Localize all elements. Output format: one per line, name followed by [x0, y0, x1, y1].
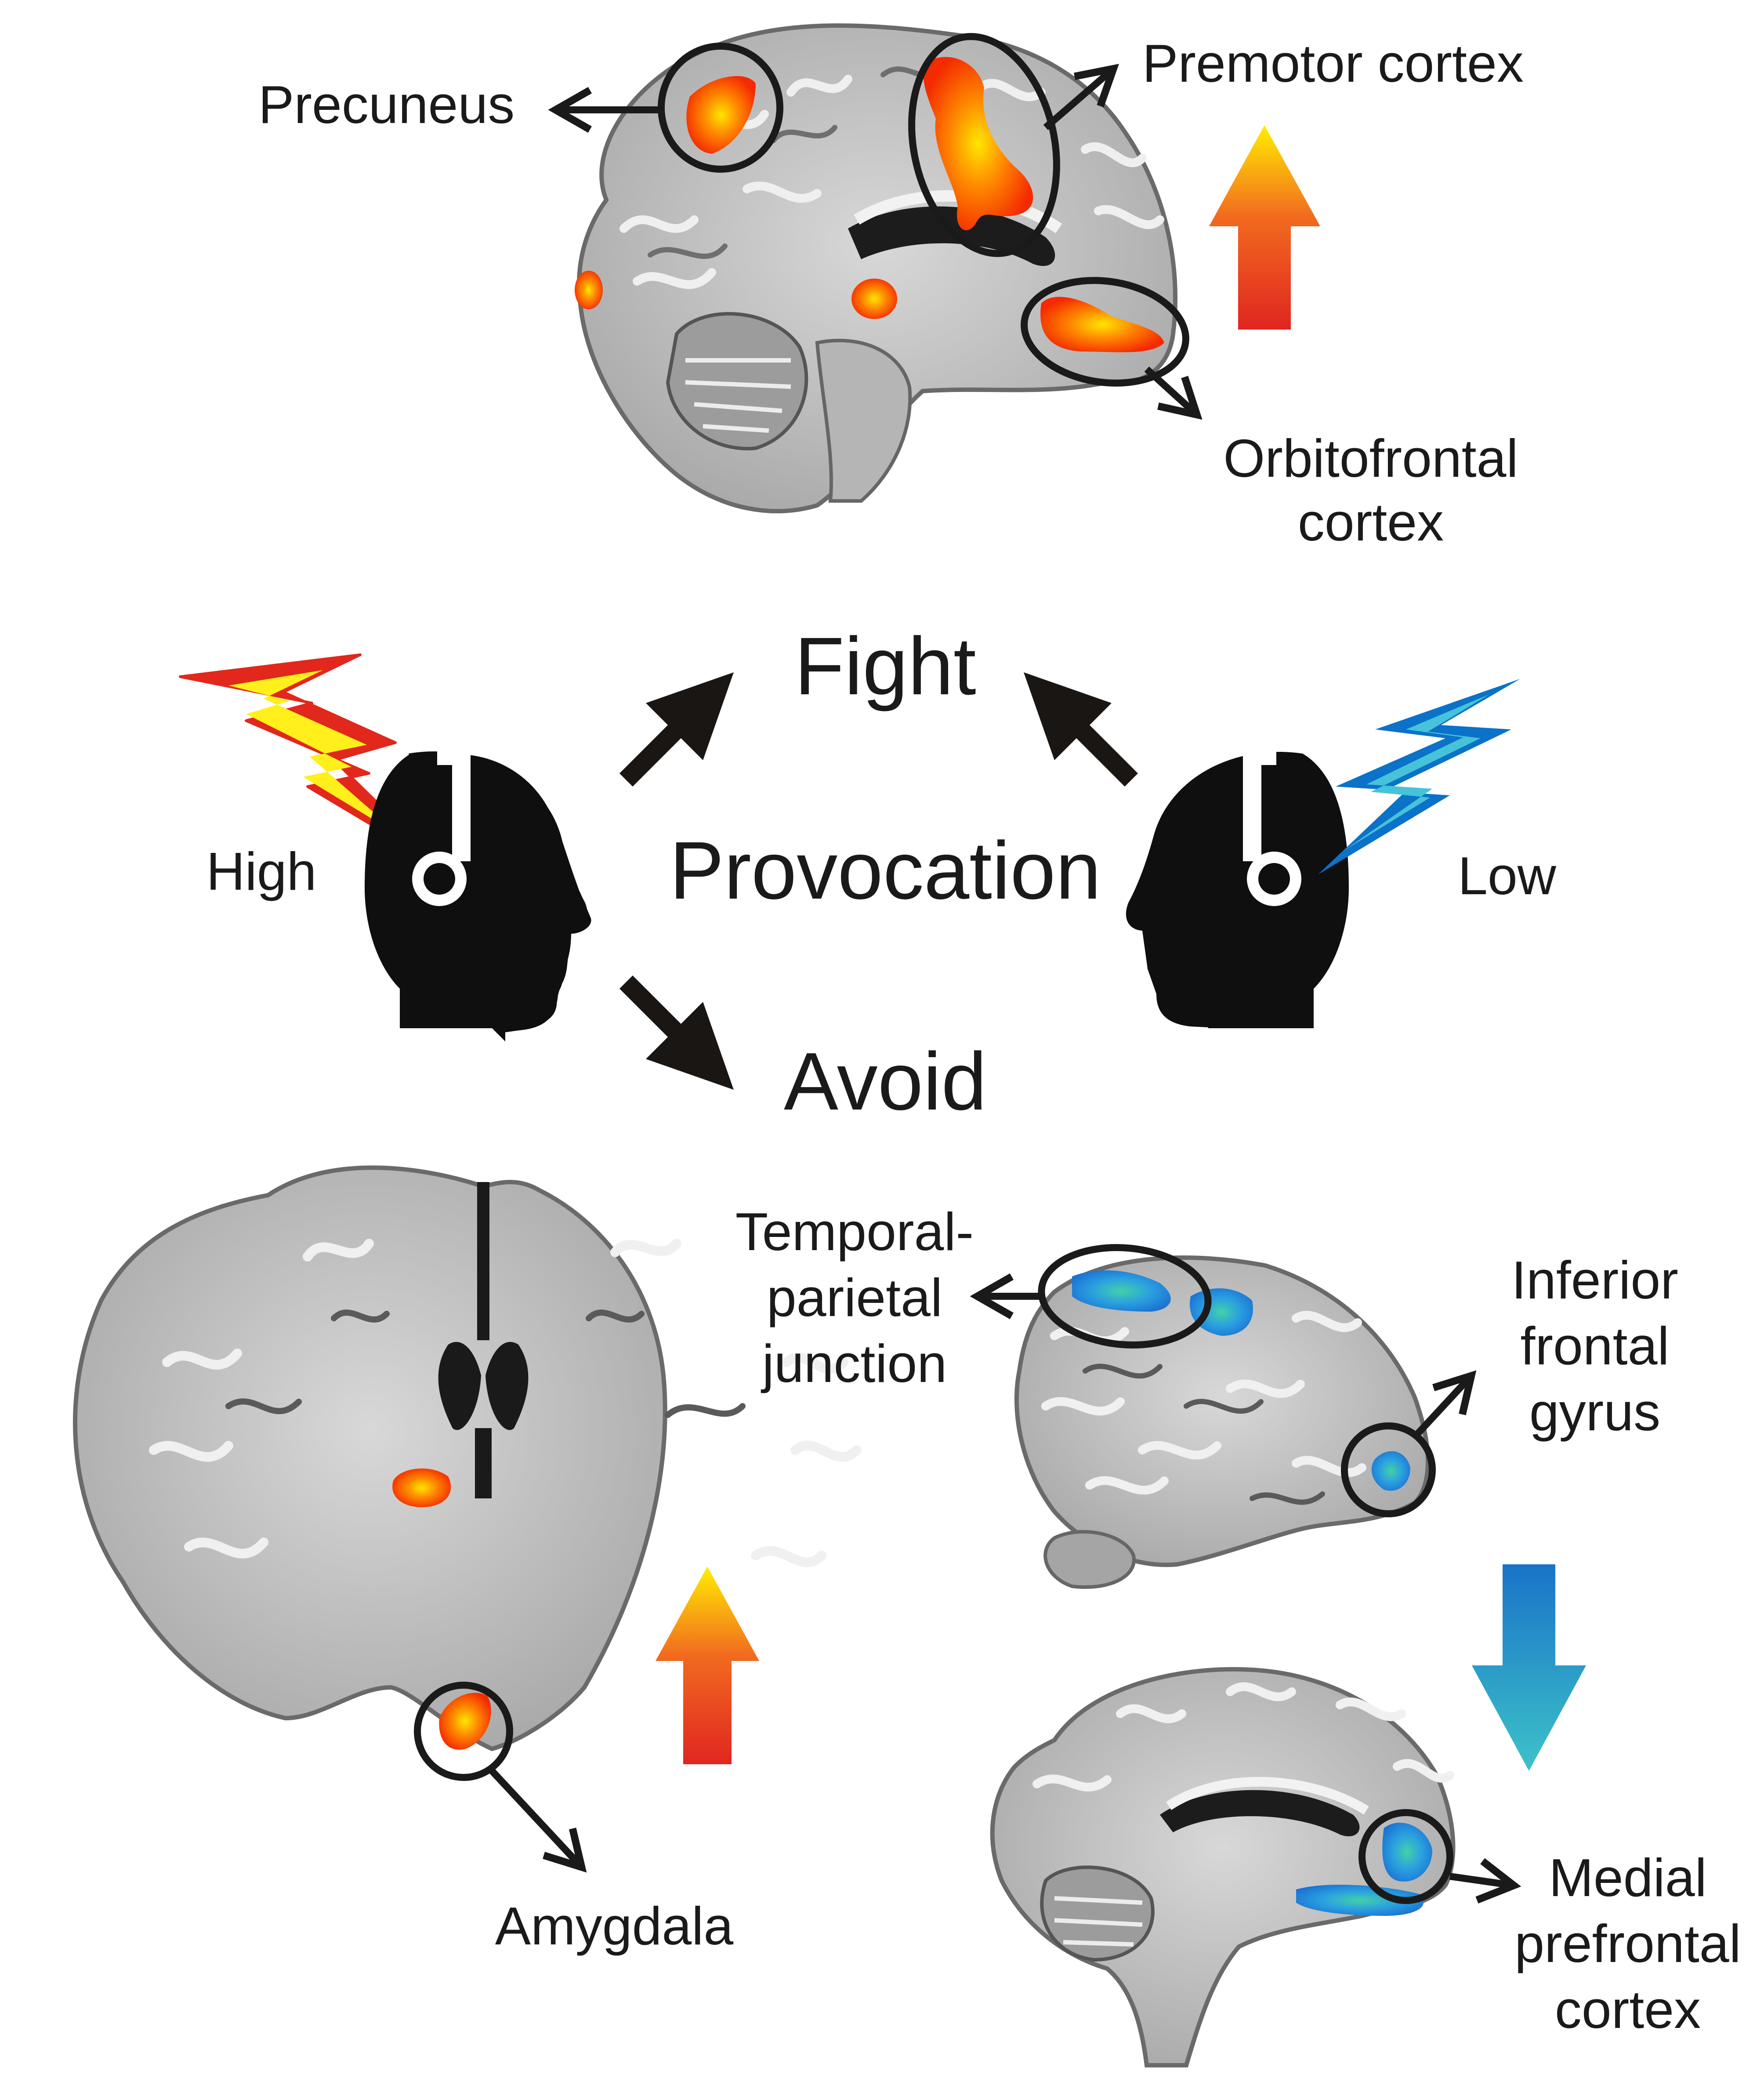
- arrow-to-fight-right: [1024, 672, 1138, 787]
- gradient-arrow-up-icon-bottom: [656, 1567, 759, 1764]
- tpj-label-line2: parietal: [767, 1268, 942, 1327]
- mpfc-pointer: [1449, 1858, 1521, 1904]
- arrow-to-avoid: [619, 976, 734, 1090]
- low-label: Low: [1458, 846, 1557, 906]
- tpj-label-line1: Temporal-: [735, 1202, 974, 1262]
- lightning-bolt-icon-low: [1318, 679, 1520, 874]
- gradient-arrow-up-icon: [1209, 125, 1320, 330]
- avoid-label: Avoid: [784, 1036, 987, 1127]
- mpfc-label-line1: Medial: [1549, 1848, 1706, 1908]
- lateral-brain-icon: [1014, 1244, 1436, 1589]
- mpfc-label-line3: cortex: [1555, 1980, 1701, 2039]
- coronal-brain-icon: [73, 1165, 862, 1781]
- sagittal-brain-icon: [575, 23, 1189, 514]
- ifg-label-line2: frontal: [1520, 1316, 1669, 1376]
- head-with-headphones-icon: [365, 747, 591, 1041]
- ifg-pointer: [1412, 1370, 1477, 1440]
- medial-sagittal-brain-icon: [990, 1667, 1456, 2067]
- provocation-label: Provocation: [670, 825, 1101, 916]
- arrow-to-fight-left: [619, 672, 734, 787]
- amygdala-pointer: [487, 1766, 587, 1873]
- premotor-label: Premotor cortex: [1142, 33, 1524, 93]
- tpj-label-line3: junction: [761, 1334, 947, 1393]
- high-label: High: [206, 841, 317, 901]
- orbitofrontal-pointer: [1144, 366, 1203, 420]
- ifg-label-line3: gyrus: [1529, 1382, 1660, 1442]
- gradient-arrow-down-icon: [1472, 1564, 1586, 1771]
- mpfc-label-line2: prefrontal: [1514, 1914, 1741, 1973]
- orbitofrontal-label-line2: cortex: [1298, 492, 1444, 552]
- premotor-pointer: [1043, 64, 1119, 131]
- head-with-headphones-icon-right: [1126, 747, 1349, 1028]
- ifg-label-line1: Inferior: [1511, 1250, 1678, 1310]
- orbitofrontal-label-line1: Orbitofrontal: [1223, 428, 1518, 488]
- amygdala-label: Amygdala: [495, 1896, 734, 1956]
- precuneus-label: Precuneus: [258, 75, 514, 134]
- fight-label: Fight: [794, 621, 976, 712]
